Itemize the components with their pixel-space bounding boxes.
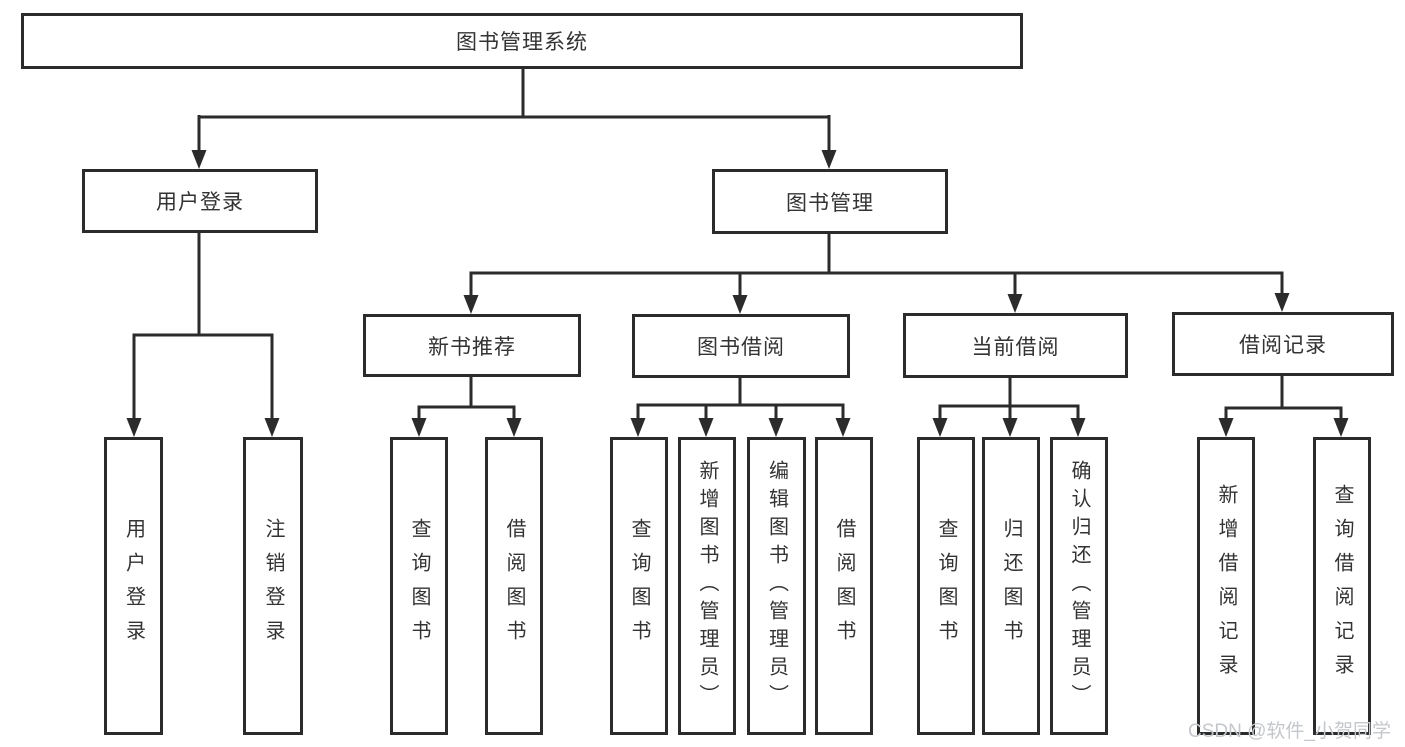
- leaf-user-login: 用户登录: [104, 437, 163, 735]
- node-current-borrowing: 当前借阅: [903, 313, 1128, 378]
- leaf-recommend-query-books: 查询图书: [390, 437, 448, 735]
- leaf-records-query-record: 查询借阅记录: [1313, 437, 1371, 735]
- leaf-borrowing-edit-books-admin: 编辑图书（管理员）: [747, 437, 806, 735]
- node-book-borrowing: 图书借阅: [632, 314, 850, 378]
- leaf-borrowing-query-books: 查询图书: [610, 437, 668, 735]
- leaf-borrowing-add-books-admin: 新增图书（管理员）: [678, 437, 736, 735]
- node-new-book-recommend: 新书推荐: [363, 314, 581, 377]
- leaf-current-query-books: 查询图书: [917, 437, 975, 735]
- leaf-current-return-books: 归还图书: [982, 437, 1040, 735]
- csdn-watermark: CSDN @软件_小贺同学: [1188, 721, 1391, 742]
- node-borrowing-records: 借阅记录: [1172, 312, 1394, 376]
- arrowhead-icons: [126, 150, 1349, 437]
- leaf-logout-login: 注销登录: [243, 437, 303, 735]
- leaf-recommend-borrow-books: 借阅图书: [485, 437, 543, 735]
- node-book-management: 图书管理: [712, 169, 948, 234]
- leaf-records-add-record: 新增借阅记录: [1197, 437, 1255, 735]
- node-library-system: 图书管理系统: [21, 13, 1023, 69]
- node-user-login: 用户登录: [82, 169, 318, 233]
- leaf-borrowing-borrow-books: 借阅图书: [815, 437, 873, 735]
- leaf-current-confirm-return-admin: 确认归还（管理员）: [1050, 437, 1108, 735]
